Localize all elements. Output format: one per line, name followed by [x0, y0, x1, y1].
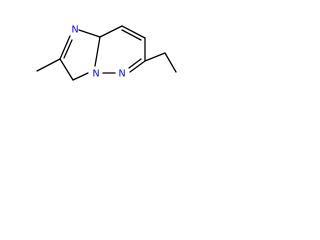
bond-c8a-c8 — [99, 25, 123, 38]
bond-ethylCH2-CH3 — [164, 52, 177, 73]
atom-label-n-pyridazine: N — [118, 69, 125, 80]
bond-c6-ethylCH2 — [144, 52, 166, 62]
bond-methylC-c2 — [36, 58, 61, 72]
bond-n1-c8a — [78, 29, 101, 38]
atom-label-n-bridge: N — [92, 69, 99, 80]
bond-c8-c7 — [121, 25, 146, 39]
bond-c3-n4 — [72, 72, 89, 81]
bond-c2-n1 — [59, 35, 71, 60]
bond-c8a-n4 — [94, 36, 101, 67]
bond-c2-c3 — [59, 58, 74, 81]
molecule-diagram: N N N — [0, 0, 182, 113]
bond-c8-c7-double — [121, 29, 142, 41]
bond-c6-n5-double — [128, 58, 142, 69]
atom-label-n-imidazole: N — [71, 25, 78, 36]
bond-c6-n5 — [129, 60, 146, 73]
structure-svg: N N N — [36, 25, 177, 81]
bond-c2-n1-double — [63, 39, 73, 59]
